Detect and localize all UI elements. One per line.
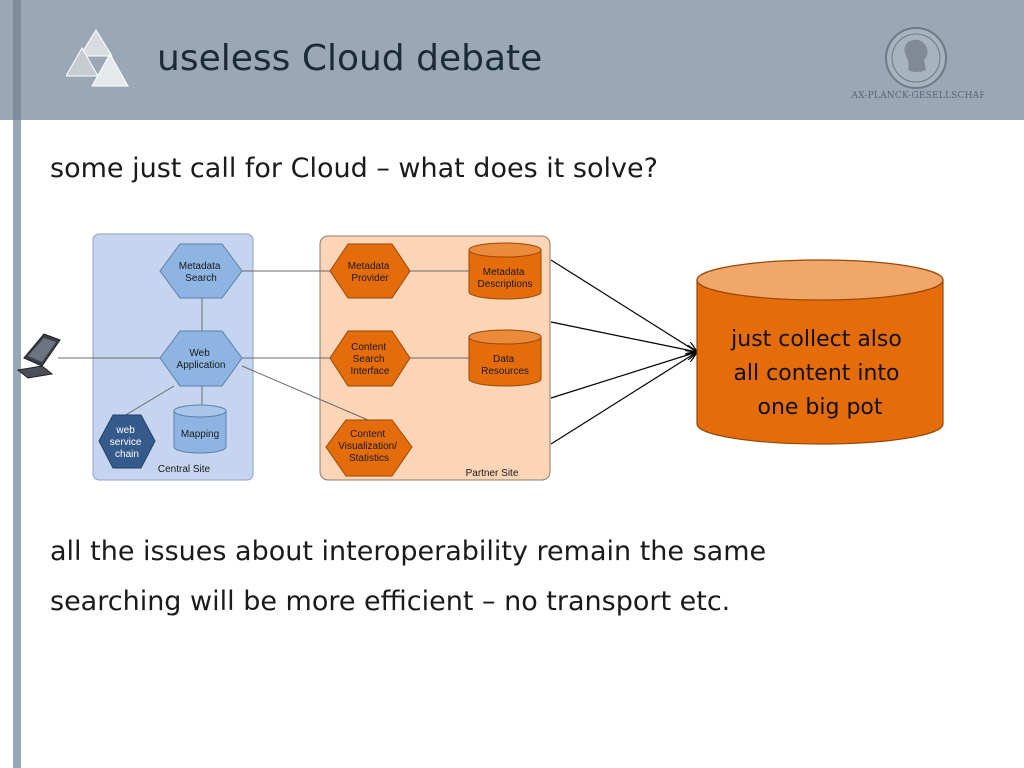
partner-site-label: Partner Site bbox=[466, 468, 519, 479]
mapping-label: Mapping bbox=[181, 429, 219, 440]
bullet-text: searching will be more efficient – no tr… bbox=[50, 586, 731, 617]
metadata-search-node bbox=[159, 243, 243, 299]
left-rail bbox=[13, 120, 21, 768]
data-resources-node bbox=[468, 329, 542, 387]
header-band bbox=[0, 0, 1024, 120]
content-search-interface-node bbox=[329, 330, 411, 387]
content-search-interface-label: Content Search Interface bbox=[351, 342, 390, 377]
laptop-icon bbox=[16, 333, 61, 379]
slide-title: useless Cloud debate bbox=[157, 38, 543, 79]
cloud-architecture-diagram: Central Site Partner Site Metadata Searc… bbox=[16, 233, 944, 481]
bullet-text: all the issues about interoperability re… bbox=[50, 536, 767, 567]
connector-lines bbox=[58, 270, 469, 421]
mapping-node bbox=[173, 404, 227, 454]
metadata-provider-label: Metadata Provider bbox=[348, 261, 392, 284]
triangles-logo-icon bbox=[66, 29, 129, 87]
metadata-descriptions-node bbox=[468, 242, 542, 300]
content-visualization-label: Content Visualization/ Statistics bbox=[338, 429, 400, 464]
content-visualization-node bbox=[325, 419, 413, 477]
web-application-node bbox=[159, 330, 243, 387]
header-accent-bar bbox=[13, 0, 21, 120]
web-application-label: Web Application bbox=[177, 348, 226, 371]
bullet-text: some just call for Cloud – what does it … bbox=[50, 153, 658, 184]
data-resources-label: Data Resources bbox=[481, 354, 529, 377]
big-pot-label: just collect also all content into one b… bbox=[730, 327, 909, 420]
metadata-search-label: Metadata Search bbox=[179, 261, 223, 284]
max-planck-seal: MAX-PLANCK-GESELLSCHAFT bbox=[850, 27, 984, 101]
arrows-to-pot bbox=[550, 259, 697, 445]
central-site-nodes: Metadata Search Web Application Mapping … bbox=[98, 243, 243, 469]
big-pot-cylinder bbox=[696, 259, 944, 445]
metadata-descriptions-label: Metadata Descriptions bbox=[477, 267, 532, 290]
partner-site-nodes: Metadata Provider Content Search Interfa… bbox=[325, 242, 542, 477]
seal-text: MAX-PLANCK-GESELLSCHAFT bbox=[850, 91, 984, 101]
metadata-provider-node bbox=[329, 243, 411, 299]
web-service-chain-label: web service chain bbox=[110, 425, 144, 460]
central-site-label: Central Site bbox=[158, 464, 211, 475]
web-service-chain-node bbox=[98, 414, 156, 469]
